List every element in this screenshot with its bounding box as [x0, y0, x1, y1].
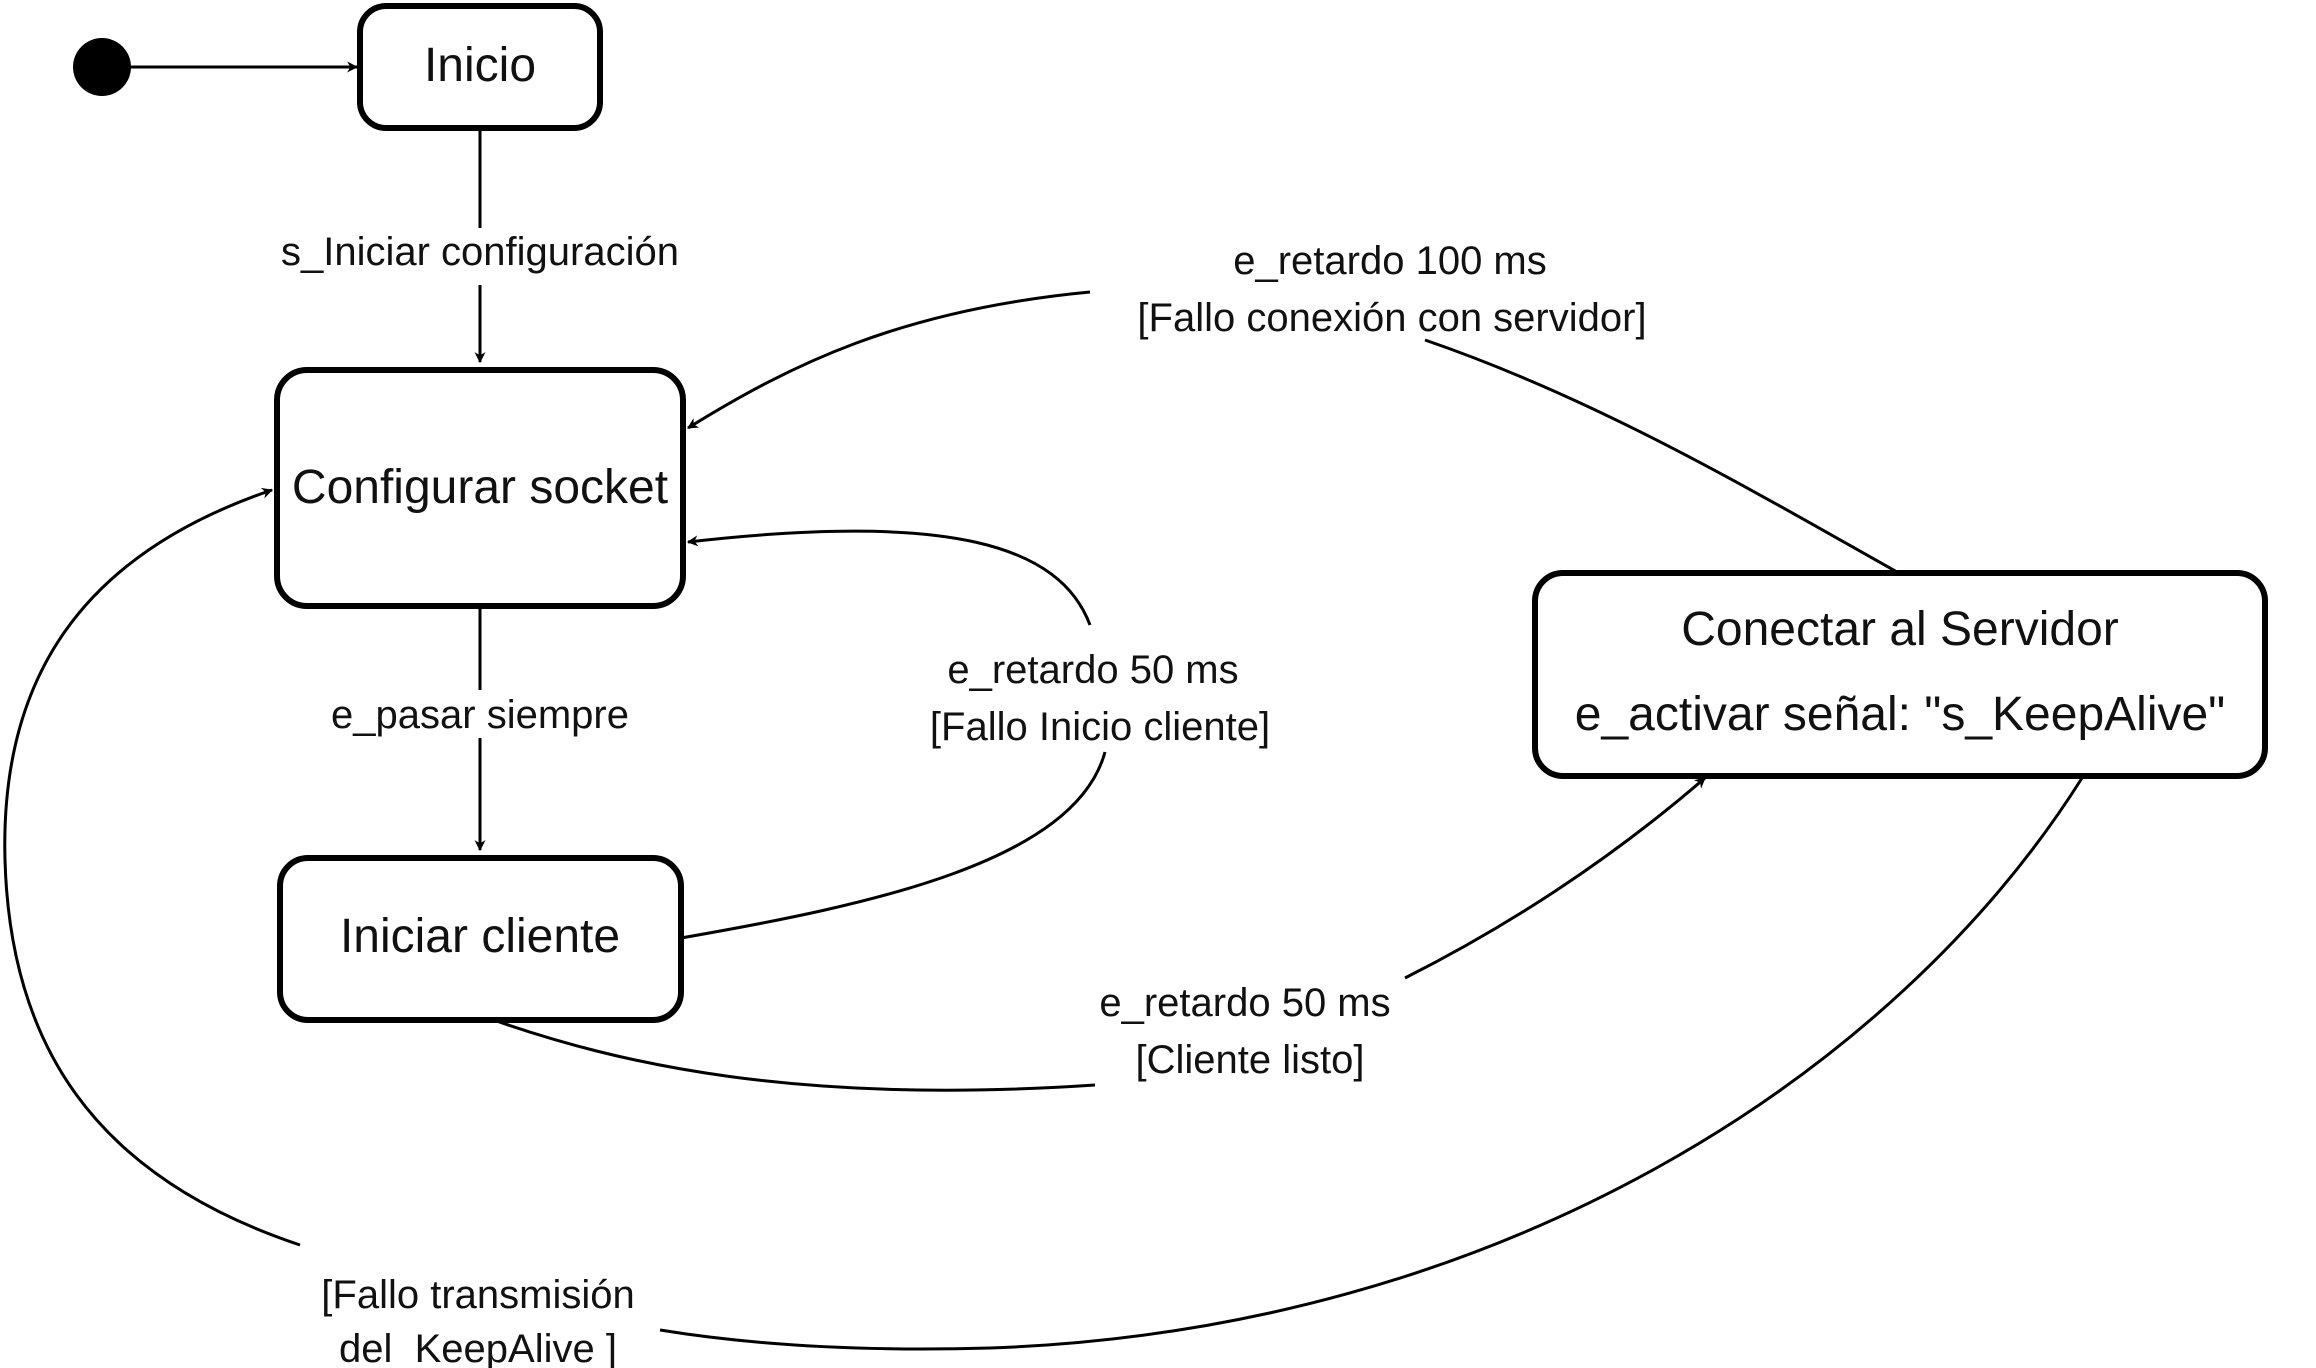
state-conectar-servidor: Conectar al Servidor e_activar señal: "s… [1532, 570, 2268, 779]
state-conectar-servidor-activity: e_activar señal: "s_KeepAlive" [1575, 688, 2225, 741]
label-cliente-listo-line2: [Cliente listo] [1136, 1038, 1365, 1082]
state-conectar-servidor-title: Conectar al Servidor [1681, 603, 2119, 656]
state-iniciar-cliente: Iniciar cliente [277, 855, 684, 1023]
edge-fallo-conexion [688, 290, 1898, 574]
state-iniciar-cliente-label: Iniciar cliente [340, 910, 620, 963]
state-inicio-label: Inicio [424, 39, 536, 92]
label-fallo-inicio-line2: [Fallo Inicio cliente] [930, 705, 1270, 749]
label-fallo-keepalive-line1: [Fallo transmisión [321, 1273, 634, 1317]
initial-state-dot [73, 38, 131, 96]
edge-cliente-listo [487, 778, 1705, 1092]
edge-fallo-keepalive [3, 490, 2084, 1351]
state-inicio: Inicio [357, 3, 603, 131]
state-configurar-socket-label: Configurar socket [292, 461, 668, 514]
edge-fallo-inicio-cliente [681, 529, 1107, 940]
label-cliente-listo-line1: e_retardo 50 ms [1099, 981, 1390, 1025]
label-fallo-conexion-line2: [Fallo conexión con servidor] [1137, 296, 1646, 340]
state-configurar-socket: Configurar socket [274, 367, 686, 609]
label-fallo-conexion-line1: e_retardo 100 ms [1233, 239, 1547, 283]
label-fallo-keepalive-line2: del KeepAlive ] [339, 1327, 617, 1368]
label-e-pasar-siempre: e_pasar siempre [331, 693, 629, 737]
label-fallo-inicio-line1: e_retardo 50 ms [947, 648, 1238, 692]
label-s-iniciar-configuracion: s_Iniciar configuración [281, 230, 679, 274]
